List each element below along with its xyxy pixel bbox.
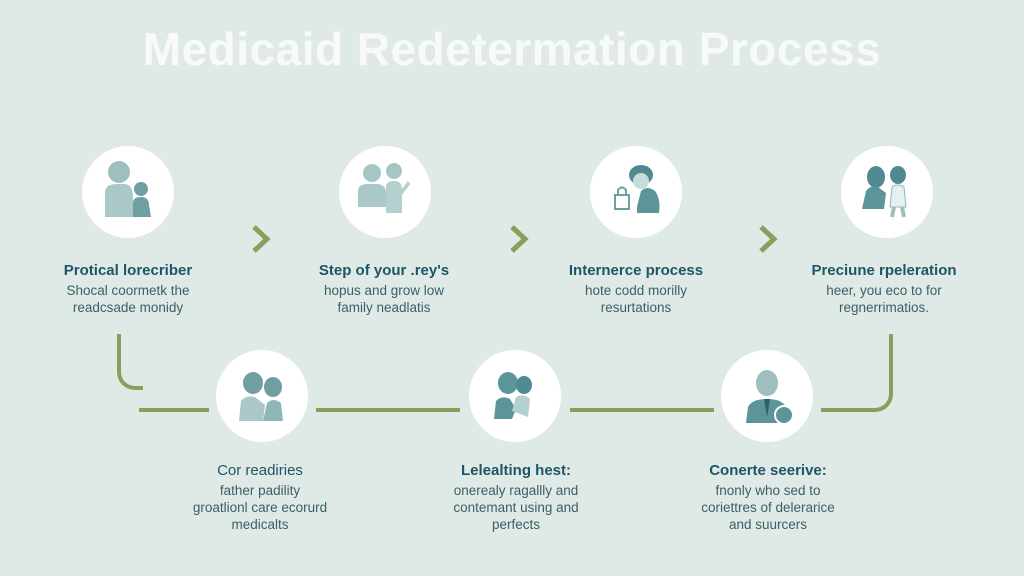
connector-line xyxy=(570,408,714,412)
step-title: Preciune rpeleration xyxy=(811,262,957,279)
desc-line: groatlionl care ecorurd xyxy=(192,500,328,515)
chevron-right-icon xyxy=(252,225,271,253)
step-icon-circle xyxy=(841,146,933,238)
desc-line: hopus and grow low xyxy=(323,283,445,298)
desc-line: fnonly who sed to xyxy=(715,483,821,498)
desc-line: and suurcers xyxy=(728,517,808,532)
desc-line: family neadlatis xyxy=(337,300,431,315)
desc-line: heer, you eco to for xyxy=(826,283,942,298)
person-with-lock-icon xyxy=(614,165,660,213)
step-icon-circle xyxy=(469,350,561,442)
businessman-icon xyxy=(746,370,794,425)
step-description: hote codd morilly resurtations xyxy=(526,282,746,316)
desc-line: father padility xyxy=(219,483,301,498)
desc-line: medicalts xyxy=(231,517,289,532)
step-title: Lelealting hest: xyxy=(460,462,572,479)
step-description: fnonly who sed to coriettres of delerari… xyxy=(658,482,878,533)
step-description: onerealy ragallly and contemant using an… xyxy=(406,482,626,533)
step-description: Shocal coormetk the readcsade monidy xyxy=(18,282,238,316)
step-title: Internerce process xyxy=(568,262,704,279)
parent-with-child-icon xyxy=(862,166,907,218)
father-with-child-icon xyxy=(239,372,283,421)
step-description: father padility groatlionl care ecorurd … xyxy=(150,482,370,533)
step-title: Step of your .rey's xyxy=(318,262,450,279)
desc-line: contemant using and xyxy=(453,500,579,515)
step-description: hopus and grow low family neadlatis xyxy=(274,282,494,316)
doctor-with-child-icon xyxy=(105,161,151,217)
connector-line xyxy=(316,408,460,412)
chevron-right-icon xyxy=(759,225,778,253)
connector-right-corner xyxy=(869,334,893,412)
desc-line: Shocal coormetk the xyxy=(66,283,190,298)
desc-line: regnerrimatios. xyxy=(838,300,930,315)
connector-line xyxy=(139,408,209,412)
step-icon-circle xyxy=(82,146,174,238)
step-title: Protical lorecriber xyxy=(63,262,193,279)
desc-line: onerealy ragallly and xyxy=(453,483,579,498)
mother-with-baby-icon xyxy=(494,372,532,419)
desc-line: perfects xyxy=(491,517,541,532)
desc-line: coriettres of delerarice xyxy=(701,500,835,515)
step-title: Conerte seerive: xyxy=(709,462,827,479)
step-icon-circle xyxy=(339,146,431,238)
step-title: Cor readiries xyxy=(217,462,303,479)
connector-left-corner xyxy=(117,334,143,390)
doctor-with-patient-icon xyxy=(358,163,410,213)
connector-line xyxy=(821,408,871,412)
step-description: heer, you eco to for regnerrimatios. xyxy=(774,282,994,316)
desc-line: resurtations xyxy=(600,300,672,315)
step-icon-circle xyxy=(216,350,308,442)
desc-line: readcsade monidy xyxy=(72,300,184,315)
chevron-right-icon xyxy=(510,225,529,253)
page-title: Medicaid Redetermation Process xyxy=(142,23,882,75)
step-icon-circle xyxy=(721,350,813,442)
desc-line: hote codd morilly xyxy=(584,283,688,298)
step-icon-circle xyxy=(590,146,682,238)
